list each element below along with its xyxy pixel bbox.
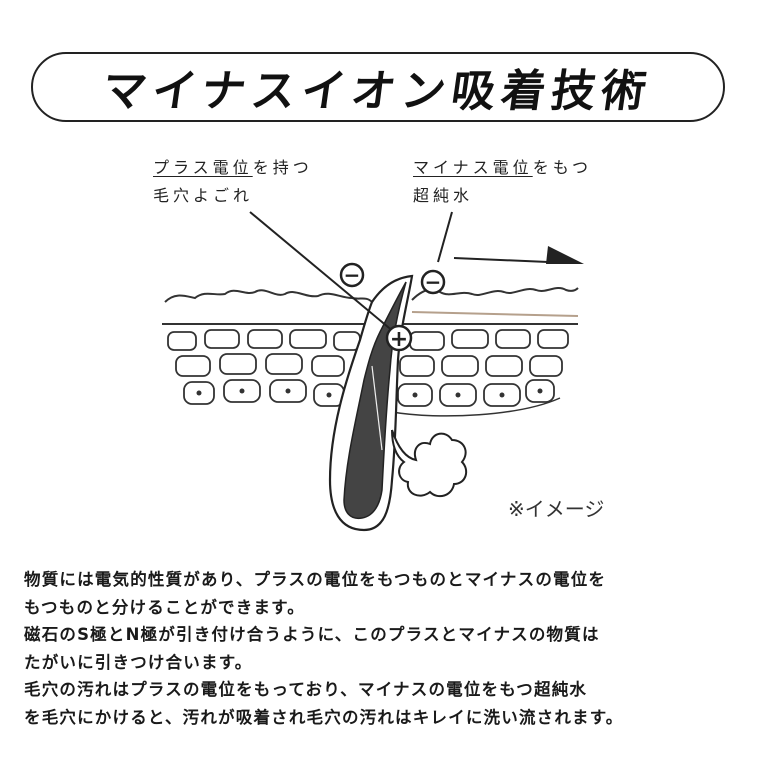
skin-surface-line [164, 289, 373, 303]
minus-label-rest: をもつ [532, 158, 593, 177]
minus-symbol-right: − [425, 270, 442, 294]
minus-symbol-left: − [344, 263, 361, 287]
plus-ion: + [385, 324, 413, 352]
description-line-3: 磁石のS極とN極が引き付け合うように、このプラスとマイナスの物質は [24, 625, 600, 644]
skin-lower-line-right [391, 397, 561, 417]
flow-arrow-line [453, 257, 549, 263]
plus-symbol: + [390, 327, 408, 352]
cell-nuclei-right [412, 388, 543, 398]
skin-top-tint [411, 311, 579, 317]
minus-ion-right: − [420, 269, 446, 295]
plus-label-underlined: プラス電位 [153, 158, 253, 177]
minus-label-line2: 超純水 [413, 186, 474, 205]
plus-pointer-line [249, 211, 395, 333]
title-banner: マイナスイオン吸着技術 [31, 52, 725, 122]
sebaceous-gland [391, 429, 468, 498]
description-line-1: 物質には電気的性質があり、プラスの電位をもつものとマイナスの電位を [24, 570, 607, 589]
flow-arrow-head [546, 246, 584, 264]
skin-cells-right [397, 329, 569, 407]
cell-nuclei-left [196, 388, 332, 398]
minus-pointer-line [437, 211, 453, 263]
description-line-6: を毛穴にかけると、汚れが吸着され毛穴の汚れはキレイに洗い流されます。 [24, 707, 624, 727]
page-title: マイナスイオン吸着技術 [99, 66, 656, 117]
description-line-2: もつものと分けることができます。 [24, 597, 305, 617]
skin-pore-diagram: − − + [162, 211, 584, 532]
hair-inner-line [371, 365, 383, 451]
plus-label-line2: 毛穴よごれ [153, 186, 254, 205]
image-note: ※イメージ [508, 497, 605, 521]
description-line-4: たがいに引きつけ合います。 [24, 652, 253, 672]
description-line-5: 毛穴の汚れはプラスの電位をもっており、マイナスの電位をもつ超純水 [24, 680, 588, 699]
minus-label: マイナス電位をもつ 超純水 [413, 154, 592, 210]
minus-label-underlined: マイナス電位 [413, 158, 533, 177]
plus-label-rest: を持つ [252, 158, 313, 177]
plus-label: プラス電位を持つ 毛穴よごれ [153, 154, 313, 210]
description-block: 物質には電気的性質があり、プラスの電位をもつものとマイナスの電位を もつものと分… [24, 566, 744, 731]
minus-ion-left: − [339, 262, 365, 288]
skin-cells-left [167, 329, 361, 407]
